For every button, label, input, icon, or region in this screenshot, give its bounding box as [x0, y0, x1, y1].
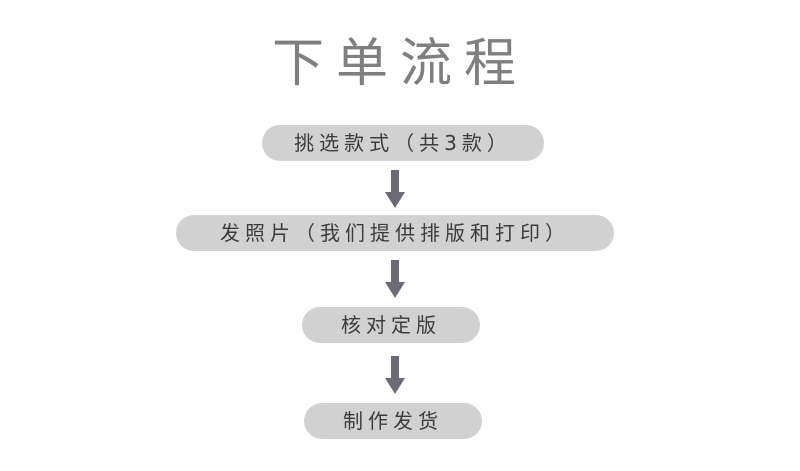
page-title: 下单流程	[271, 34, 528, 94]
step-confirm-layout: 核对定版	[302, 307, 480, 343]
step-label: 制作发货	[343, 409, 443, 433]
step-label: 核对定版	[341, 313, 441, 337]
arrow-down-icon	[385, 356, 405, 394]
step-send-photos: 发照片（我们提供排版和打印）	[176, 215, 614, 251]
step-label: 挑选款式（共3款）	[294, 131, 512, 155]
arrow-down-icon	[385, 170, 405, 208]
step-select-style: 挑选款式（共3款）	[262, 125, 544, 161]
step-produce-ship: 制作发货	[304, 403, 482, 439]
arrow-down-icon	[385, 260, 405, 298]
step-label: 发照片（我们提供排版和打印）	[220, 221, 570, 245]
